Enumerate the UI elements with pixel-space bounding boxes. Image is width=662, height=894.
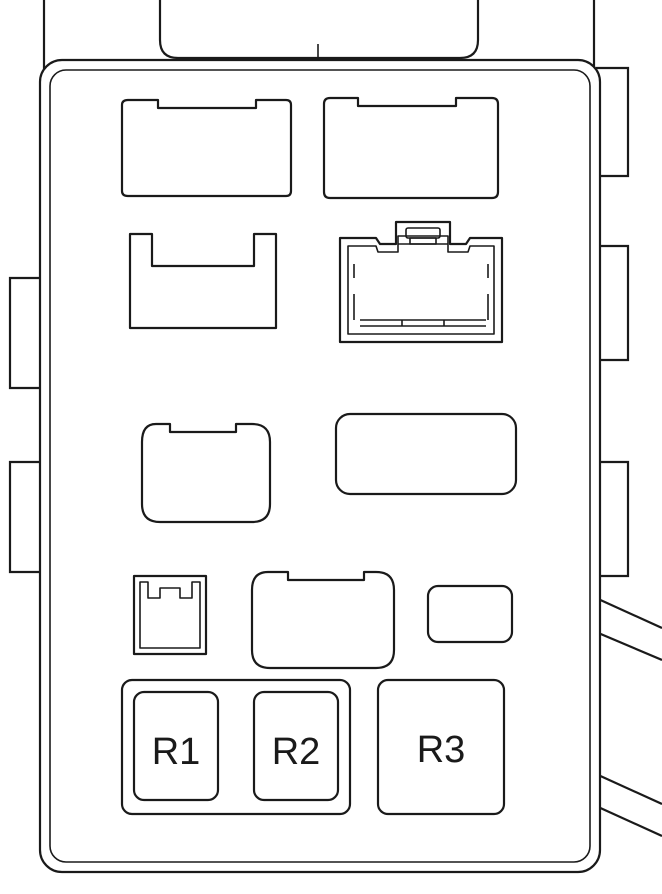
socket-lower-middle [250, 570, 396, 670]
relay-r1-label: R1 [152, 731, 201, 773]
socket-top-left [120, 98, 293, 198]
relay-r2: R2 [252, 690, 340, 802]
connector-open-top [128, 232, 278, 330]
socket-mid-right [334, 412, 518, 496]
socket-top-right [322, 96, 500, 200]
socket-mid-left [140, 422, 272, 524]
relay-r3: R3 [376, 678, 506, 816]
relay-r1: R1 [132, 690, 220, 802]
connector-detailed [338, 220, 504, 344]
relay-r2-label: R2 [272, 731, 321, 773]
small-connector [132, 574, 208, 656]
outer-housing [8, 0, 662, 838]
small-fuse-slot [426, 584, 514, 644]
relay-r3-label: R3 [417, 729, 466, 771]
